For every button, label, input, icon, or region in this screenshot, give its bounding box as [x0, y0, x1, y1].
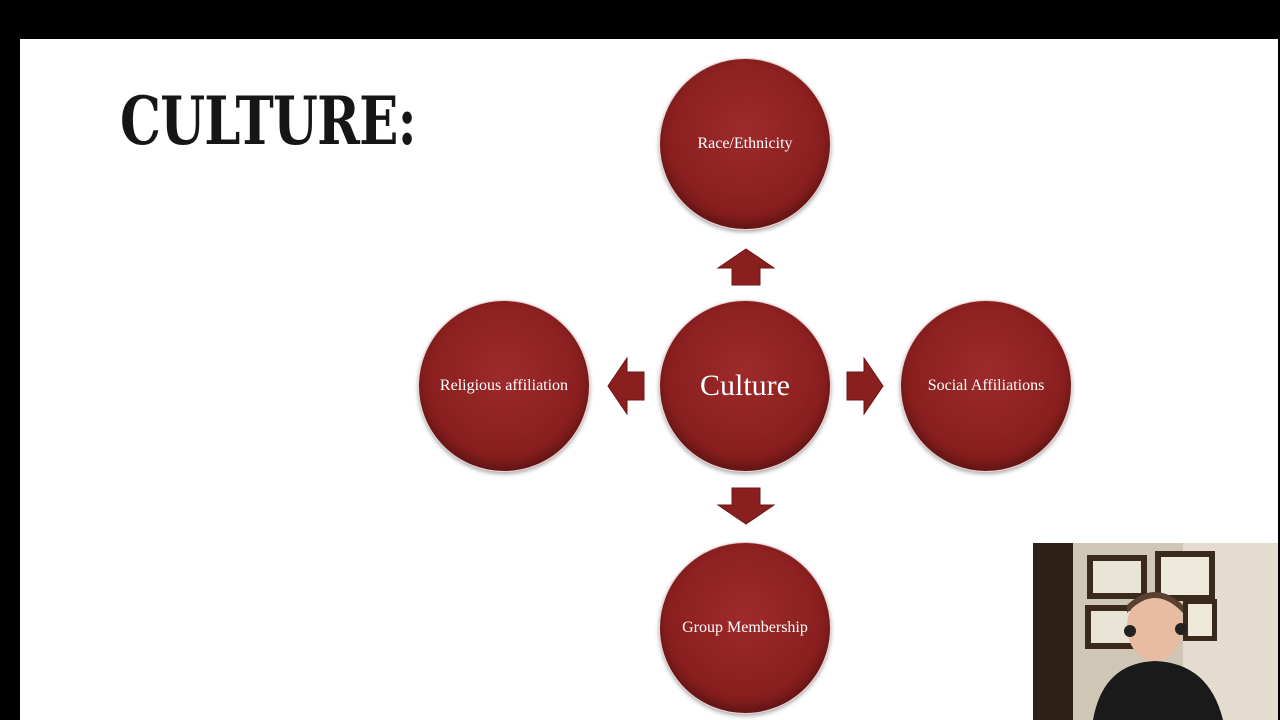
node-top: Race/Ethnicity	[659, 58, 831, 230]
presenter-webcam	[1033, 543, 1278, 720]
arrow-right-icon	[846, 357, 884, 415]
arrow-down-icon	[717, 487, 775, 525]
node-center: Culture	[659, 300, 831, 472]
node-right: Social Affiliations	[900, 300, 1072, 472]
arrow-up-icon	[717, 248, 775, 286]
slide-title: CULTURE:	[120, 82, 417, 160]
arrow-left-icon	[607, 357, 645, 415]
node-left: Religious affiliation	[418, 300, 590, 472]
node-bottom: Group Membership	[659, 542, 831, 714]
